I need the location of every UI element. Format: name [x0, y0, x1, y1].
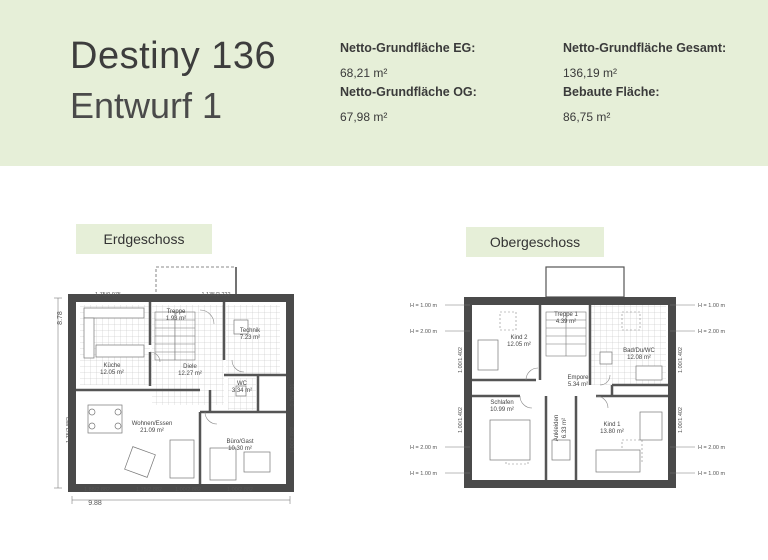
- house-title: Destiny 136: [70, 35, 277, 77]
- og-room-kind1-area: 13.80 m²: [600, 429, 624, 435]
- stat-value: 68,21 m²: [340, 66, 388, 80]
- stat-eg: Netto-Grundfläche EG: 68,21 m²: [340, 38, 475, 83]
- eg-room-wc-name: WC: [237, 381, 248, 387]
- stat-value: 86,75 m²: [563, 110, 611, 124]
- og-room-kind1-name: Kind 1: [603, 422, 621, 428]
- design-subtitle: Entwurf 1: [70, 85, 223, 126]
- eg-room-office-name: Büro/Gast: [226, 439, 253, 445]
- og-room-bedroom-area: 10.99 m²: [490, 407, 514, 413]
- eg-room-kitchen-name: Küche: [103, 363, 121, 369]
- og-dim-right-2: 1.00/1.402: [678, 407, 684, 433]
- og-balcony: [545, 266, 625, 298]
- og-dim-left-2: 1.00/1.402: [458, 407, 464, 433]
- floor-label-og: Obergeschoss: [466, 227, 604, 257]
- og-height-left-1: H = 1.00 m: [410, 303, 437, 309]
- og-furniture: [477, 339, 663, 473]
- stat-label: Netto-Grundfläche OG:: [340, 85, 477, 99]
- eg-room-living-area: 21.09 m²: [140, 428, 164, 434]
- eg-furniture: [83, 307, 271, 481]
- og-dim-right-1: 1.00/1.402: [678, 347, 684, 373]
- og-height-left-3: H = 2.00 m: [410, 445, 437, 451]
- eg-dim-left: 8.78: [57, 311, 64, 325]
- stat-value: 136,19 m²: [563, 66, 618, 80]
- eg-dim-window-door: 1.135/2.222: [201, 292, 230, 298]
- og-height-left-2: H = 2.00 m: [410, 329, 437, 335]
- og-plan: H = 1.00 m H = 2.00 m H = 2.00 m H = 1.0…: [410, 266, 725, 488]
- og-room-bath-name: Bad/Du/WC: [623, 348, 655, 354]
- og-room-gallery-area: 5.34 m²: [568, 382, 588, 388]
- eg-dimension-lines: [54, 297, 291, 504]
- stat-label: Netto-Grundfläche Gesamt:: [563, 41, 727, 55]
- eg-dim-window-bottom-2: 1.75/2.882: [136, 487, 162, 493]
- og-height-right-4: H = 1.00 m: [698, 471, 725, 477]
- eg-dim-window-bottom-3: 1.00/2.882: [175, 487, 201, 493]
- og-room-dressing-area: 6.33 m²: [562, 418, 568, 438]
- eg-room-hall-area: 12.27 m²: [178, 371, 202, 377]
- og-height-right-2: H = 2.00 m: [698, 329, 725, 335]
- eg-room-stair-name: Treppe: [167, 309, 186, 315]
- eg-plan: Treppe 1.93 m² Technik 7.23 m² Küche 12.…: [54, 266, 296, 507]
- eg-room-living-name: Wohnen/Essen: [132, 421, 173, 427]
- eg-dim-window-top: 1.75/0.975: [95, 292, 121, 298]
- eg-stair: [154, 311, 196, 361]
- eg-room-wc-area: 3.34 m²: [232, 388, 252, 394]
- eg-dim-window-bottom-4: 1.00/2.882: [227, 487, 253, 493]
- stat-og: Netto-Grundfläche OG: 67,98 m²: [340, 82, 477, 127]
- og-doors: [519, 367, 611, 409]
- og-room-bedroom-name: Schlafen: [490, 400, 513, 406]
- og-outer-walls: [464, 297, 676, 488]
- og-dim-left-1: 1.00/1.402: [458, 347, 464, 373]
- eg-dim-window-right-1: 0.76/1.01: [290, 384, 296, 407]
- stat-built-area: Bebaute Fläche: 86,75 m²: [563, 82, 660, 127]
- og-height-lines: [445, 304, 695, 474]
- og-room-kind2-name: Kind 2: [510, 335, 528, 341]
- og-room-kind2-area: 12.05 m²: [507, 342, 531, 348]
- eg-room-hall-name: Diele: [183, 364, 197, 370]
- eg-room-kitchen-area: 12.05 m²: [100, 370, 124, 376]
- stat-label: Bebaute Fläche:: [563, 85, 660, 99]
- og-room-bath-area: 12.08 m²: [627, 355, 651, 361]
- eg-hall-tiles: [152, 305, 224, 405]
- og-height-right-1: H = 1.00 m: [698, 303, 725, 309]
- eg-room-tech-area: 7.23 m²: [240, 335, 260, 341]
- eg-room-office-area: 10.30 m²: [228, 446, 252, 452]
- og-interior-walls: [472, 305, 668, 480]
- floor-label-eg: Erdgeschoss: [76, 224, 212, 254]
- og-room-stair-area: 4.39 m²: [556, 319, 576, 325]
- eg-dim-window-bottom-1: 1.88/2.882: [84, 487, 110, 493]
- eg-outer-walls: [68, 294, 294, 492]
- stat-label: Netto-Grundfläche EG:: [340, 41, 476, 55]
- eg-dim-bottom: 9.88: [88, 500, 102, 507]
- eg-tech-tiles: [226, 305, 280, 375]
- header-band: Destiny 136 Entwurf 1 Netto-Grundfläche …: [0, 0, 768, 166]
- eg-room-stair-area: 1.93 m²: [166, 316, 186, 322]
- eg-interior-walls: [76, 302, 286, 484]
- eg-dim-window-right-2: 1.00/2.882: [290, 427, 296, 453]
- og-stair: [545, 311, 587, 357]
- eg-dim-window-left: 1.75/2.882: [66, 417, 72, 443]
- eg-room-tech-name: Technik: [240, 328, 261, 334]
- stat-total: Netto-Grundfläche Gesamt: 136,19 m²: [563, 38, 726, 83]
- og-height-right-3: H = 2.00 m: [698, 445, 725, 451]
- og-room-dressing-name: Ankleiden: [554, 415, 560, 441]
- og-room-stair-name: Treppe 1: [554, 312, 578, 318]
- og-room-gallery-name: Empore: [567, 375, 589, 381]
- eg-doors: [149, 309, 245, 425]
- og-height-left-4: H = 1.00 m: [410, 471, 437, 477]
- stat-value: 67,98 m²: [340, 110, 388, 124]
